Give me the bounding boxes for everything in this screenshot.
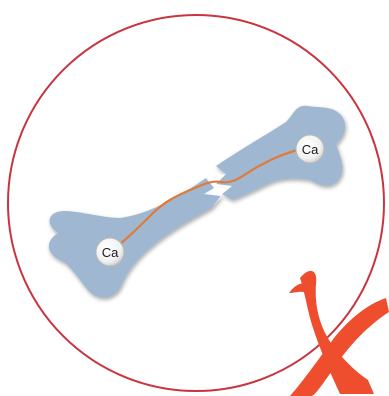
atom-right-label: Ca — [302, 142, 319, 157]
atom-left-label: Ca — [102, 245, 119, 260]
atom-left: Ca — [96, 238, 124, 266]
atom-right: Ca — [296, 135, 324, 163]
